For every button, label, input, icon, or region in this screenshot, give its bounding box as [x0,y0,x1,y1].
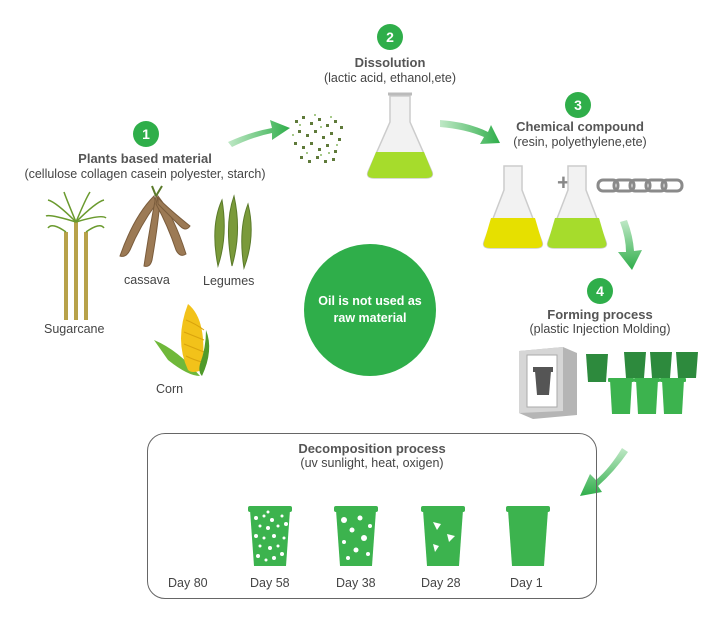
day-label: Day 80 [168,576,208,590]
decomposition-panel [147,433,597,599]
legumes-icon [214,194,252,270]
step-3-badge: 3 [565,92,591,118]
step-2-title: Dissolution [354,55,426,70]
molded-cups-icon [586,352,698,414]
step-2-badge: 2 [377,24,403,50]
center-circle: Oil is not used as raw material [304,244,436,376]
day-label: Day 1 [510,576,543,590]
step-1-title: Plants based material [78,151,212,166]
day-label: Day 38 [336,576,376,590]
step-1-badge: 1 [133,121,159,147]
dissolution-flask-icon [366,92,434,179]
step-1-subtitle: (cellulose collagen casein polyester, st… [24,167,266,181]
yellow-flask-icon [482,165,544,249]
molecule-chain-icon [596,178,684,193]
step-4-subtitle: (plastic Injection Molding) [529,322,671,336]
corn-label: Corn [156,382,184,396]
sugarcane-label: Sugarcane [44,322,105,336]
corn-icon [154,304,210,376]
step-2-subtitle: (lactic acid, ethanol,ete) [323,71,456,85]
particles-icon [292,114,343,163]
plus-sign: + [557,170,570,195]
sugarcane-icon [45,191,107,320]
cup-day-1-icon [506,506,550,566]
injection-machine-icon [519,347,577,419]
cup-day-28-icon [421,506,465,566]
day-label: Day 28 [421,576,461,590]
step-3-title: Chemical compound [516,119,644,134]
cassava-label: cassava [124,273,170,287]
decomposition-subtitle: (uv sunlight, heat, oxigen) [300,456,444,470]
center-text: Oil is not used as raw material [318,294,422,325]
step-3-subtitle: (resin, polyethylene,ete) [513,135,647,149]
cup-day-38-icon [334,506,378,566]
cassava-icon [119,185,191,267]
step-4-title: Forming process [547,307,653,322]
green-flask-icon [546,165,608,249]
decomposition-title: Decomposition process [298,441,446,456]
step-4-badge: 4 [587,278,613,304]
cup-day-58-icon [248,506,292,566]
day-label: Day 58 [250,576,290,590]
legumes-label: Legumes [203,274,255,288]
